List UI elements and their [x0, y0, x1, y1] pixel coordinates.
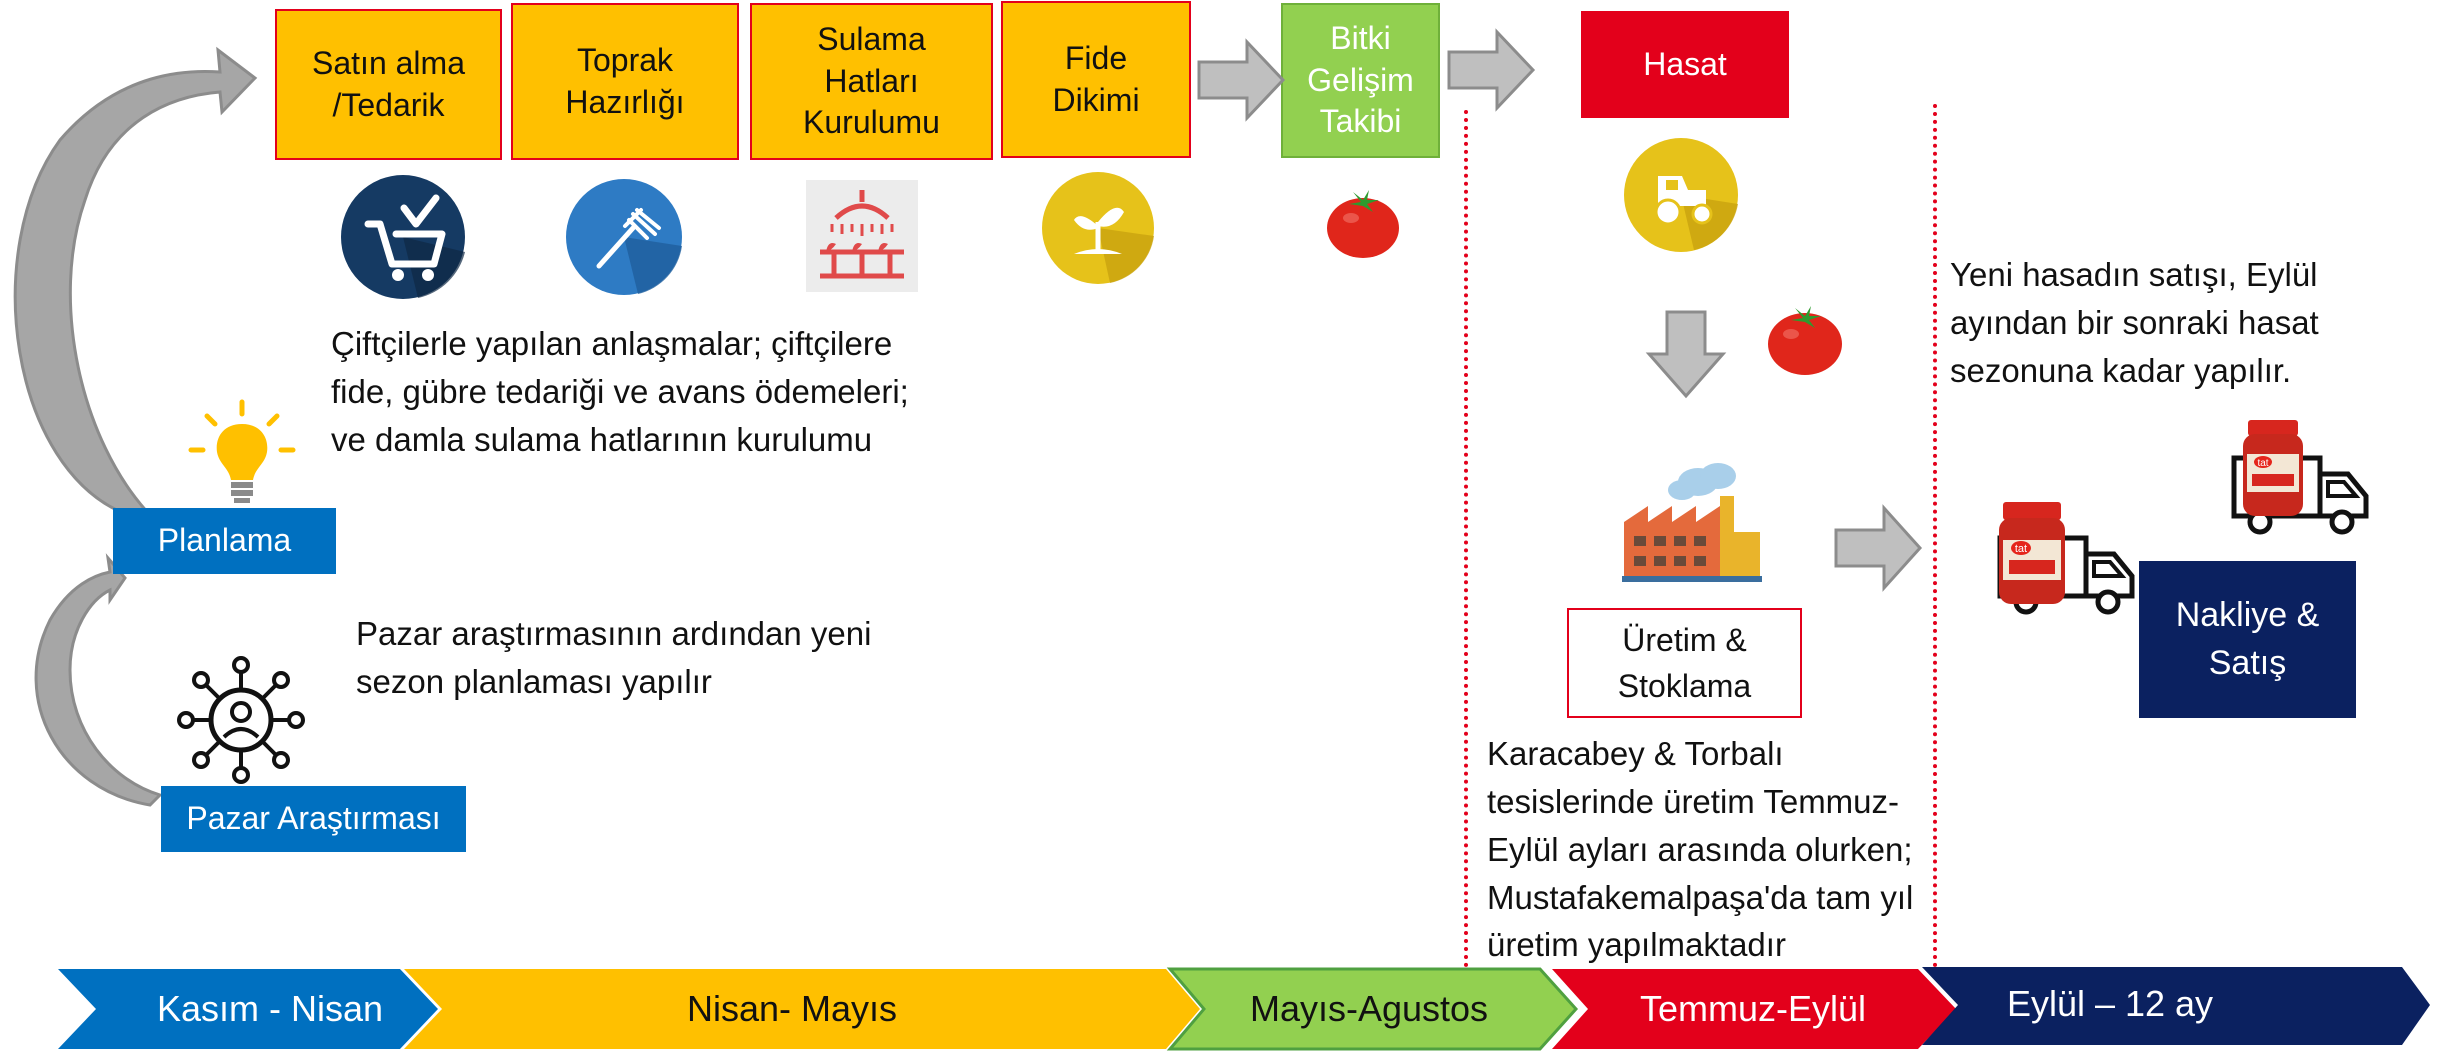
step-soil-label: Toprak Hazırlığı — [565, 41, 685, 120]
shipping-sales-box: Nakliye & Satış — [2139, 561, 2356, 718]
timeline-label-1-text: Kasım - Nisan — [156, 988, 384, 1029]
step-soil-preparation: Toprak Hazırlığı — [511, 3, 739, 160]
right-arrow-icon — [1447, 28, 1536, 112]
timeline-label-4: Temmuz-Eylül — [1588, 969, 1918, 1049]
timeline-segment-1 — [58, 969, 438, 1049]
planning-label: Planlama — [157, 522, 292, 559]
sprinkler-icon — [806, 180, 918, 292]
shipping-sales-label: Nakliye & Satış — [2175, 595, 2320, 682]
step-seedling-label: Fide Dikimi — [1052, 39, 1140, 118]
production-stocking-label: Üretim & Stoklama — [1617, 621, 1752, 704]
dotted-separator — [1933, 104, 1937, 968]
market-research-label: Pazar Araştırması — [186, 800, 441, 837]
tomato-icon — [1327, 190, 1399, 258]
step-harvest-label: Hasat — [1643, 45, 1727, 82]
market-research-text: Pazar araştırmasının ardından yeni sezon… — [356, 615, 872, 700]
timeline-label-5: Eylül – 12 ay — [1960, 964, 2260, 1044]
step-irrigation-label: Sulama Hatları Kurulumu — [803, 21, 940, 141]
pitchfork-icon — [566, 179, 682, 295]
production-description-text: Karacabey & Torbalı tesislerinde üretim … — [1487, 735, 1914, 964]
timeline-label-2-text: Nisan- Mayıs — [686, 988, 898, 1029]
step-irrigation: Sulama Hatları Kurulumu — [750, 3, 993, 160]
tomato-paste-jar-icon: tat — [1999, 502, 2065, 604]
timeline-label-2: Nisan- Mayıs — [442, 969, 1142, 1049]
timeline-label-5-text: Eylül – 12 ay — [2006, 983, 2214, 1024]
step-purchasing: Satın alma /Tedarik — [275, 9, 502, 160]
factory-icon — [1622, 463, 1762, 582]
step-harvest: Hasat — [1581, 11, 1789, 118]
down-arrow-icon — [1645, 310, 1727, 399]
right-arrow-icon — [1834, 504, 1923, 592]
timeline-label-3: Mayıs-Agustos — [1204, 969, 1534, 1049]
step-growth-tracking: Bitki Gelişim Takibi — [1281, 3, 1440, 158]
timeline-bar — [58, 967, 2430, 1051]
lightbulb-icon — [188, 399, 296, 503]
sales-description-text: Yeni hasadın satışı, Eylül ayından bir s… — [1950, 256, 2319, 389]
tractor-icon — [1624, 138, 1738, 252]
market-research-network-icon — [177, 656, 305, 784]
timeline-label-4-text: Temmuz-Eylül — [1639, 988, 1867, 1029]
tomato-paste-jar-icon: tat — [2243, 420, 2303, 516]
farmer-agreements-text: Çiftçilerle yapılan anlaşmalar; çiftçile… — [331, 325, 909, 458]
step-growth-label: Bitki Gelişim Takibi — [1307, 20, 1414, 140]
dotted-separator — [1464, 110, 1468, 968]
timeline-segment-4 — [1552, 969, 1956, 1049]
market-research-box: Pazar Araştırması — [161, 786, 466, 852]
step-purchasing-label: Satın alma /Tedarik — [312, 44, 465, 123]
right-arrow-icon — [1197, 38, 1286, 122]
timeline-segment-3 — [1170, 969, 1576, 1049]
seedling-icon — [1042, 172, 1154, 284]
jar-brand-text: tat — [2257, 458, 2268, 469]
step-seedling: Fide Dikimi — [1001, 1, 1191, 158]
shopping-cart-icon — [341, 175, 465, 299]
planning-box: Planlama — [113, 508, 336, 574]
timeline-segment-2 — [404, 969, 1200, 1049]
timeline-segment-5 — [1922, 967, 2430, 1045]
timeline-label-3-text: Mayıs-Agustos — [1249, 988, 1489, 1029]
tomato-icon — [1768, 306, 1842, 375]
timeline-label-1: Kasım - Nisan — [120, 969, 420, 1049]
jar-brand-text: tat — [2015, 543, 2027, 555]
production-stocking-box: Üretim & Stoklama — [1567, 608, 1802, 718]
